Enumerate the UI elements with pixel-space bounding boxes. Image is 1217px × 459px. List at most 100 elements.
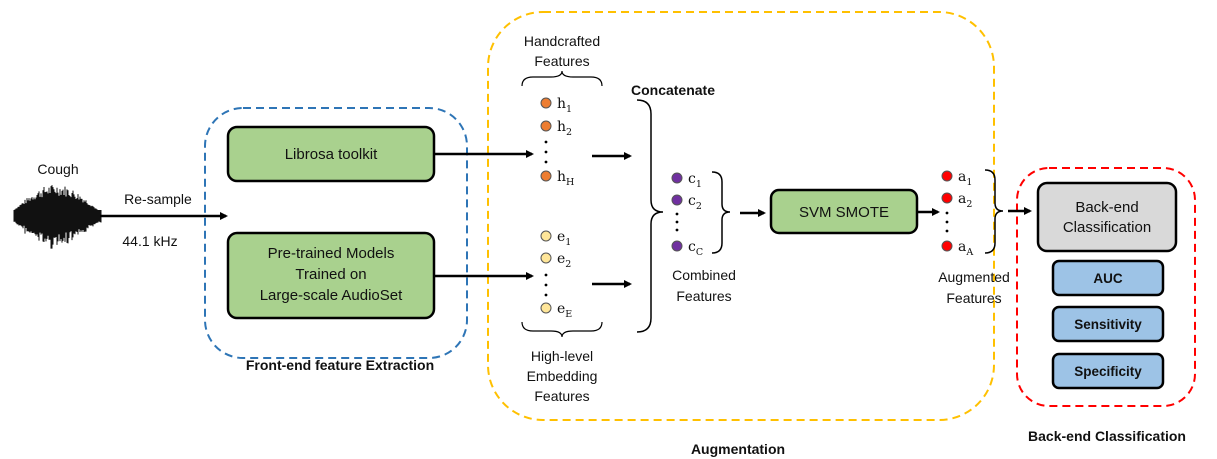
concatenate-label: Concatenate [631, 82, 715, 98]
ellipsis-dot [544, 140, 548, 144]
svg-text:eE: eE [557, 301, 572, 320]
sample-rate-label: 44.1 kHz [122, 233, 177, 249]
combined-subscript: C [696, 247, 703, 258]
augmented-item: a2 [941, 191, 972, 210]
back-end-title: Back-end Classification [1028, 428, 1186, 444]
embedding-subscript: 1 [565, 237, 571, 248]
combined-dot-icon [671, 240, 683, 252]
combined-item: c2 [671, 193, 702, 212]
concatenate-brace [636, 99, 664, 333]
svg-text:e1: e1 [557, 229, 571, 248]
embedding-item: eE [540, 301, 572, 320]
sensitivity-metric-label: Sensitivity [1074, 317, 1142, 332]
embedding-item: e1 [540, 229, 571, 248]
svm-smote-label: SVM SMOTE [799, 204, 889, 221]
augmented-symbol: a [958, 239, 966, 255]
embedding-label-3: Features [534, 388, 589, 404]
svg-text:hH: hH [557, 169, 574, 188]
embedding-dot-icon [540, 230, 552, 242]
embedding-symbol: e [557, 301, 565, 317]
ellipsis-dot [675, 220, 679, 224]
specificity-metric-label: Specificity [1074, 364, 1142, 379]
augmented-subscript: 2 [966, 199, 972, 210]
back-end-region [1016, 167, 1196, 407]
augmentation-region [487, 11, 995, 421]
ellipsis-dot [945, 211, 949, 215]
pretrained-line-3: Large-scale AudioSet [260, 287, 403, 304]
handcrafted-label-2: Features [534, 53, 589, 69]
handcrafted-dot-icon [540, 120, 552, 132]
augmented-dot-icon [941, 240, 953, 252]
auc-metric-box [1051, 259, 1165, 297]
pretrained-line-2: Trained on [295, 266, 366, 283]
back-end-box-line-2: Classification [1063, 219, 1151, 236]
augmented-label-1: Augmented [938, 269, 1010, 285]
augmented-dot-icon [941, 192, 953, 204]
embedding-symbol: e [557, 229, 565, 245]
handcrafted-symbol: h [557, 96, 566, 112]
front-end-title: Front-end feature Extraction [246, 357, 434, 373]
svg-text:c1: c1 [688, 171, 702, 190]
svg-text:a1: a1 [958, 169, 972, 188]
svg-text:e2: e2 [557, 251, 571, 270]
handcrafted-item: h1 [540, 96, 572, 115]
svg-text:h1: h1 [557, 96, 572, 115]
handcrafted-subscript: H [566, 177, 574, 188]
ellipsis-dot [675, 212, 679, 216]
augmented-subscript: 1 [966, 177, 972, 188]
handcrafted-dot-icon [540, 97, 552, 109]
ellipsis-dot [544, 150, 548, 154]
combined-symbol: c [688, 239, 696, 255]
back-end-box-line-1: Back-end [1075, 199, 1138, 216]
handcrafted-label-1: Handcrafted [524, 33, 600, 49]
resample-label: Re-sample [124, 191, 192, 207]
combined-symbol: c [688, 193, 696, 209]
augmentation-title: Augmentation [691, 441, 785, 457]
cough-label: Cough [37, 161, 78, 177]
waveform-icon [13, 185, 102, 249]
augmented-symbol: a [958, 191, 966, 207]
augmented-brace [984, 169, 1004, 254]
embedding-dot-icon [540, 302, 552, 314]
pretrained-line-1: Pre-trained Models [268, 245, 395, 262]
embedding-subscript: 2 [565, 259, 571, 270]
svg-text:h2: h2 [557, 119, 572, 138]
handcrafted-subscript: 2 [566, 127, 572, 138]
handcrafted-item: hH [540, 169, 574, 188]
augmented-symbol: a [958, 169, 966, 185]
combined-subscript: 1 [696, 179, 702, 190]
augmented-label-2: Features [946, 290, 1001, 306]
ellipsis-dot [675, 228, 679, 232]
combined-symbol: c [688, 171, 696, 187]
embedding-symbol: e [557, 251, 565, 267]
combined-label-2: Features [676, 288, 731, 304]
embedding-dot-icon [540, 252, 552, 264]
svg-text:c2: c2 [688, 193, 702, 212]
svg-text:cC: cC [688, 239, 703, 258]
handcrafted-brace [521, 70, 603, 87]
librosa-box-label: Librosa toolkit [285, 146, 378, 163]
combined-dot-icon [671, 172, 683, 184]
handcrafted-symbol: h [557, 169, 566, 185]
ellipsis-dot [945, 220, 949, 224]
combined-label-1: Combined [672, 267, 736, 283]
ellipsis-dot [544, 160, 548, 164]
ellipsis-dot [544, 273, 548, 277]
augmented-item: aA [941, 239, 973, 258]
handcrafted-dot-icon [540, 170, 552, 182]
sensitivity-metric-box [1051, 305, 1165, 343]
back-end-box [1036, 181, 1178, 253]
embedding-item: e2 [540, 251, 571, 270]
auc-metric-label: AUC [1093, 271, 1122, 286]
handcrafted-item: h2 [540, 119, 572, 138]
front-end-region [204, 107, 468, 359]
ellipsis-dot [945, 229, 949, 233]
handcrafted-subscript: 1 [566, 104, 572, 115]
augmented-dot-icon [941, 170, 953, 182]
handcrafted-symbol: h [557, 119, 566, 135]
combined-subscript: 2 [696, 201, 702, 212]
embedding-label-2: Embedding [527, 368, 598, 384]
ellipsis-dot [544, 293, 548, 297]
combined-brace [711, 171, 731, 254]
